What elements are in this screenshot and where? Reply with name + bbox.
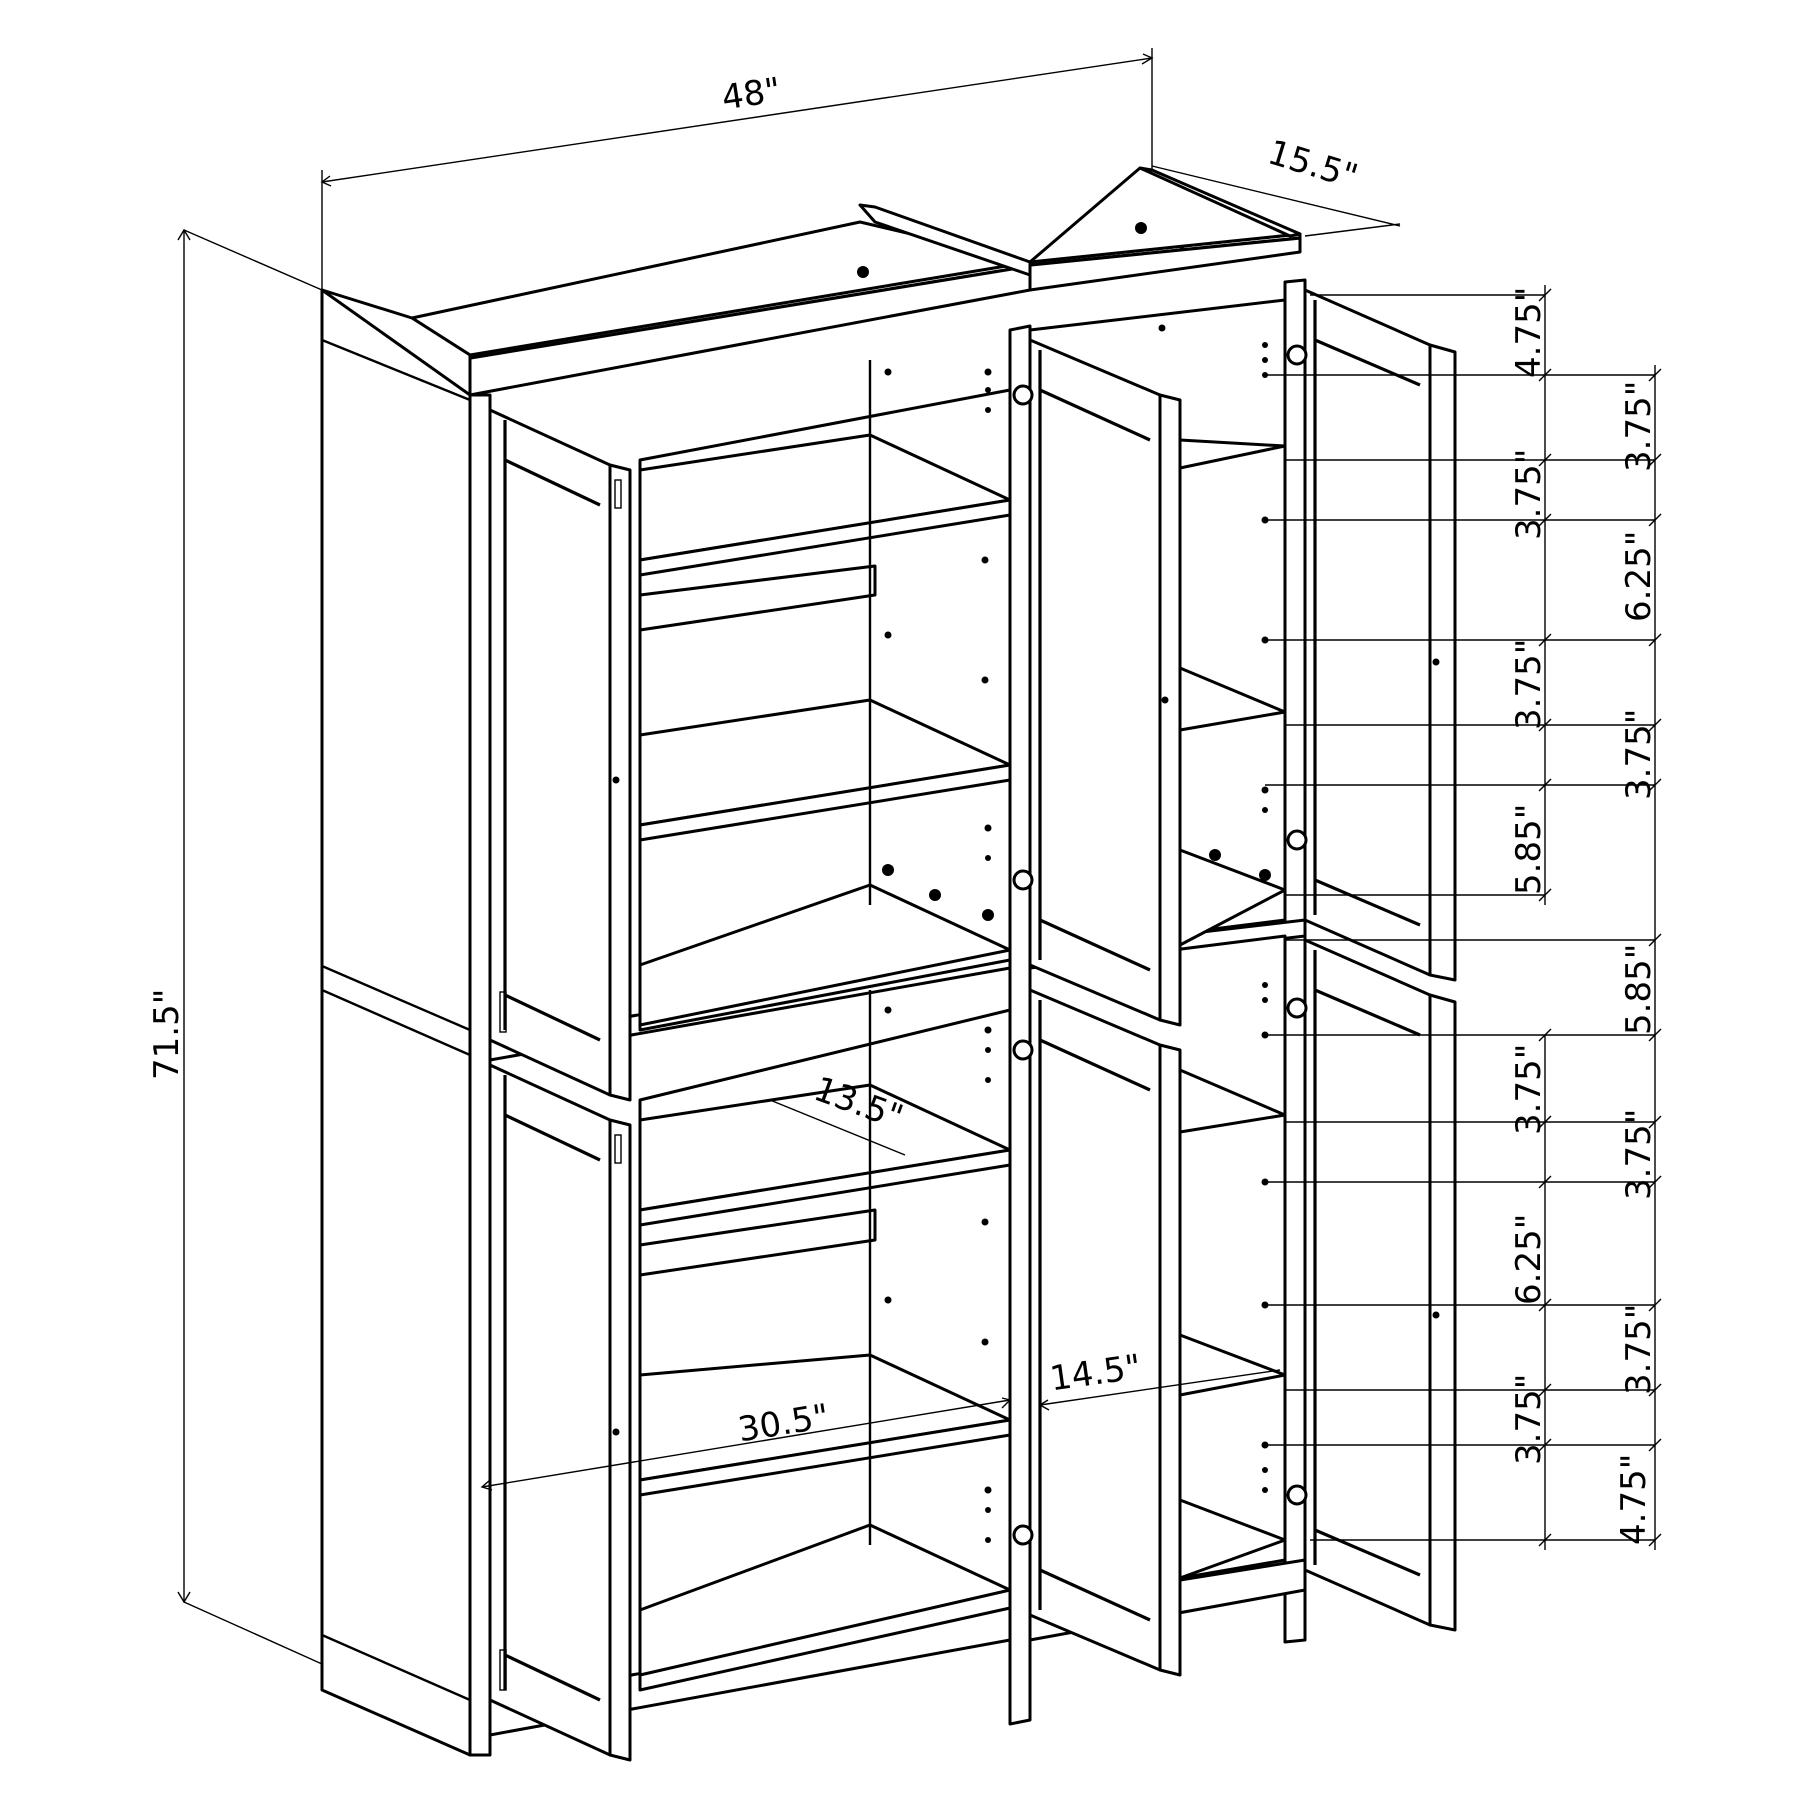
spacing-ticks — [1538, 288, 1662, 1547]
dimension-tick — [1538, 368, 1552, 382]
door-lower-right-bay — [1286, 938, 1457, 1632]
spacing-outer-6: 3.75" — [1619, 1304, 1659, 1395]
spacing-inner-4: 5.85" — [1509, 804, 1549, 895]
dimension-tick — [1648, 1115, 1662, 1129]
shelf-pin-holes-left — [882, 368, 994, 1543]
spacing-inner-5: 3.75" — [1509, 1044, 1549, 1135]
dimension-tick — [1648, 453, 1662, 467]
door-lower-left-bay-left — [488, 1063, 632, 1762]
dimension-tick — [1538, 633, 1552, 647]
door-lower-left-bay-right — [1012, 988, 1182, 1677]
overall-width-label: 48" — [719, 70, 783, 118]
dimension-tick — [1648, 1383, 1662, 1397]
dimension-tick — [1538, 718, 1552, 732]
spacing-labels-inner: 4.75" 3.75" 3.75" 5.85" 3.75" 6.25" 3.75… — [1509, 287, 1654, 1545]
dimension-tick — [1538, 1028, 1552, 1042]
spacing-outer-1: 3.75" — [1619, 381, 1659, 472]
spacing-inner-2: 3.75" — [1509, 449, 1549, 540]
top-panel-right — [1028, 166, 1302, 292]
dimension-tick — [1648, 1175, 1662, 1189]
dimension-tick — [1538, 1115, 1552, 1129]
overall-width-dimension: 48" — [320, 48, 1154, 290]
dimension-tick — [1648, 718, 1662, 732]
dimension-tick — [1538, 778, 1552, 792]
dimension-tick — [1648, 368, 1662, 382]
door-upper-left-bay-left — [488, 408, 632, 1102]
overall-height-dimension: 71.5" — [147, 228, 323, 1665]
dimension-tick — [1538, 1383, 1552, 1397]
dimension-tick — [1648, 1298, 1662, 1312]
spacing-outer-3: 3.75" — [1619, 709, 1659, 800]
dimension-tick — [1648, 1438, 1662, 1452]
dimension-tick — [1538, 1438, 1552, 1452]
spacing-inner-8: 4.75" — [1614, 1454, 1654, 1545]
dimension-tick — [1538, 1533, 1552, 1547]
dimension-tick — [1538, 453, 1552, 467]
dimension-tick — [1648, 1028, 1662, 1042]
dimension-tick — [1538, 1175, 1552, 1189]
dimension-tick — [1538, 513, 1552, 527]
dimension-tick — [1648, 1533, 1662, 1547]
spacing-labels-outer: 3.75" 6.25" 3.75" 5.85" 3.75" 3.75" — [1619, 381, 1659, 1395]
spacing-outer-4: 5.85" — [1619, 944, 1659, 1035]
dimension-tick — [1538, 888, 1552, 902]
spacing-inner-3: 3.75" — [1509, 639, 1549, 730]
dimension-tick — [1538, 1298, 1552, 1312]
spacing-inner-7: 3.75" — [1509, 1374, 1549, 1465]
right-bay-shelves — [1178, 438, 1287, 1580]
door-upper-left-bay-right — [1012, 338, 1182, 1027]
dimension-tick — [1648, 513, 1662, 527]
spacing-outer-5: 3.75" — [1619, 1109, 1659, 1200]
dimension-tick — [1648, 778, 1662, 792]
overall-height-label: 71.5" — [147, 989, 187, 1080]
overall-depth-label: 15.5" — [1263, 132, 1362, 197]
spacing-inner-6: 6.25" — [1509, 1214, 1549, 1305]
dimension-tick — [1648, 633, 1662, 647]
top-panel-left — [320, 203, 1032, 397]
door-upper-right-bay — [1286, 288, 1457, 982]
left-bay-shelves — [638, 360, 1012, 1677]
spacing-inner-1: 4.75" — [1509, 287, 1549, 378]
left-side-panel — [320, 288, 472, 1757]
dimension-tick — [1648, 933, 1662, 947]
spacing-outer-2: 6.25" — [1619, 531, 1659, 622]
spacing-leader-lines — [1265, 285, 1656, 1550]
dimension-tick — [1538, 288, 1552, 302]
